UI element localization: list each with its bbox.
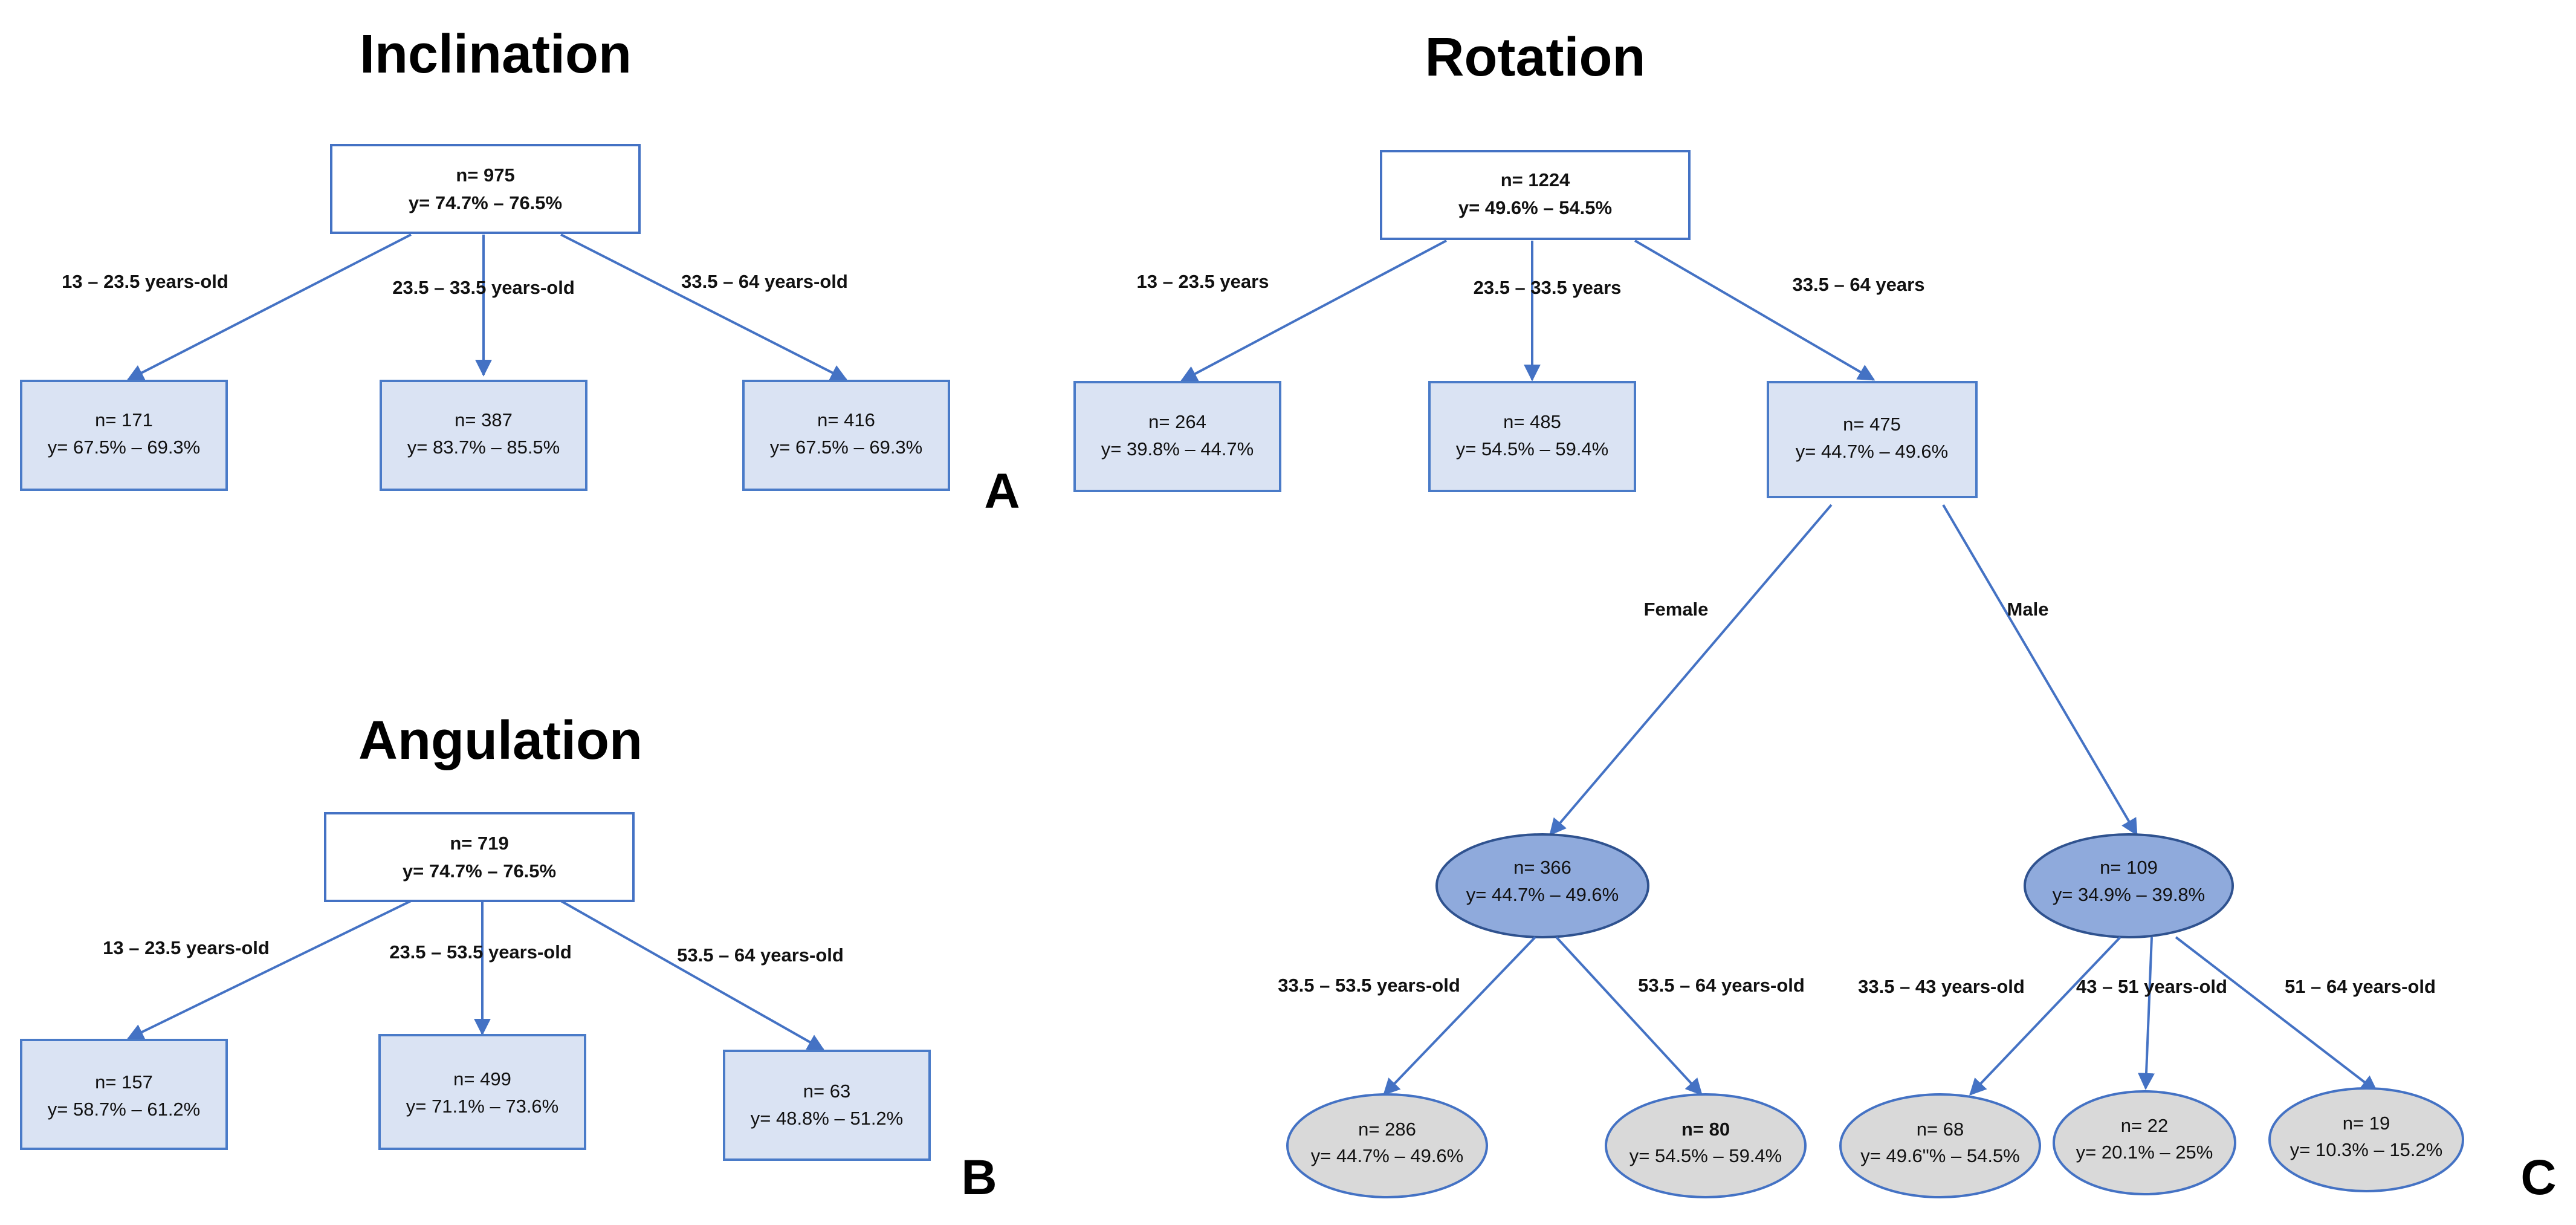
node-y: y= 54.5% – 59.4% [1629, 1145, 1782, 1166]
node-y: y= 44.7% – 49.6% [1466, 884, 1619, 905]
edge-female-2 [1555, 936, 1703, 1096]
node-n: n= 475 [1843, 414, 1901, 435]
leaf-node-inclination-1: n= 171 y= 67.5% – 69.3% [20, 380, 228, 491]
node-n: n= 719 [450, 833, 508, 854]
node-n: n= 485 [1503, 411, 1561, 432]
node-rotation-male: n= 109 y= 34.9% – 39.8% [2024, 833, 2234, 938]
panel-title-angulation: Angulation [358, 710, 642, 771]
root-node-rotation: n= 1224 y= 49.6% – 54.5% [1380, 150, 1691, 240]
root-node-inclination: n= 975 y= 74.7% – 76.5% [330, 144, 641, 234]
edge-label-rotation-2: 23.5 – 33.5 years [1474, 277, 1622, 298]
edge-label-inclination-3: 33.5 – 64 years-old [681, 271, 848, 292]
edge-label-male-2: 43 – 51 years-old [2076, 976, 2227, 997]
node-y: y= 58.7% – 61.2% [48, 1099, 200, 1120]
panel-letter-c: C [2520, 1150, 2556, 1205]
edge-rotation-3 [1634, 239, 1875, 381]
node-y: y= 71.1% – 73.6% [406, 1096, 558, 1117]
node-y: y= 44.7% – 49.6% [1796, 441, 1948, 462]
node-n: n= 171 [95, 409, 153, 431]
node-n: n= 387 [455, 409, 513, 431]
node-y: y= 39.8% – 44.7% [1101, 438, 1254, 460]
edge-male-3 [2175, 936, 2378, 1093]
root-node-angulation: n= 719 y= 74.7% – 76.5% [324, 812, 635, 902]
node-y: y= 74.7% – 76.5% [403, 860, 556, 882]
leaf-node-female-1: n= 286 y= 44.7% – 49.6% [1286, 1093, 1488, 1198]
edge-label-male-3: 51 – 64 years-old [2285, 976, 2436, 997]
panel-inclination: Inclination 13 – 23.5 years-old 23.5 – 3… [20, 24, 1020, 519]
leaf-node-male-2: n= 22 y= 20.1% – 25% [2053, 1090, 2236, 1195]
leaf-node-female-2: n= 80 y= 54.5% – 59.4% [1605, 1093, 1807, 1198]
leaf-node-inclination-3: n= 416 y= 67.5% – 69.3% [742, 380, 950, 491]
node-n: n= 286 [1358, 1119, 1416, 1140]
node-n: n= 22 [2121, 1115, 2168, 1136]
edge-inclination-1 [126, 233, 412, 381]
node-n: n= 1224 [1501, 169, 1570, 190]
node-n: n= 19 [2343, 1113, 2390, 1134]
edge-label-rotation-3: 33.5 – 64 years [1793, 274, 1925, 295]
leaf-node-rotation-1: n= 264 y= 39.8% – 44.7% [1073, 381, 1281, 492]
edge-label-angulation-3: 53.5 – 64 years-old [677, 944, 844, 966]
node-n: n= 499 [453, 1068, 511, 1090]
node-y: y= 48.8% – 51.2% [751, 1108, 903, 1129]
leaf-node-angulation-3: n= 63 y= 48.8% – 51.2% [723, 1050, 931, 1161]
leaf-node-rotation-3: n= 475 y= 44.7% – 49.6% [1767, 381, 1978, 498]
edge-label-male: Male [2007, 599, 2049, 620]
edge-label-female-2: 53.5 – 64 years-old [1638, 975, 1805, 996]
edge-rotation-male [1942, 504, 2138, 836]
panel-letter-a: A [984, 464, 1020, 519]
panel-rotation: Rotation 13 – 23.5 years 23.5 – 33.5 yea… [1073, 27, 2557, 1205]
edge-rotation-female [1549, 504, 1833, 836]
panel-letter-b: B [961, 1150, 997, 1205]
edge-rotation-1 [1180, 239, 1447, 382]
edge-inclination-3 [560, 233, 848, 381]
panel-angulation: Angulation 13 – 23.5 years-old 23.5 – 53… [20, 710, 997, 1205]
edge-male-2 [2138, 937, 2155, 1090]
edge-angulation-3 [560, 900, 825, 1051]
node-rotation-female: n= 366 y= 44.7% – 49.6% [1435, 833, 1649, 938]
node-n: n= 63 [803, 1080, 850, 1102]
leaf-node-male-3: n= 19 y= 10.3% – 15.2% [2268, 1087, 2464, 1192]
node-n: n= 366 [1513, 857, 1571, 878]
panel-title-inclination: Inclination [360, 24, 632, 85]
leaf-node-angulation-1: n= 157 y= 58.7% – 61.2% [20, 1039, 228, 1150]
edge-label-angulation-1: 13 – 23.5 years-old [103, 937, 270, 958]
node-y: y= 54.5% – 59.4% [1456, 438, 1608, 460]
node-y: y= 67.5% – 69.3% [48, 437, 200, 458]
node-n: n= 416 [817, 409, 875, 431]
leaf-node-angulation-2: n= 499 y= 71.1% – 73.6% [378, 1034, 586, 1150]
node-y: y= 83.7% – 85.5% [407, 437, 560, 458]
leaf-node-inclination-2: n= 387 y= 83.7% – 85.5% [380, 380, 587, 491]
node-y: y= 49.6% – 54.5% [1458, 197, 1612, 218]
edge-label-female: Female [1644, 599, 1709, 620]
node-n: n= 68 [1917, 1119, 1964, 1140]
edge-label-inclination-1: 13 – 23.5 years-old [62, 271, 228, 292]
node-y: y= 20.1% – 25% [2076, 1142, 2213, 1163]
node-n: n= 264 [1148, 411, 1206, 432]
node-y: y= 74.7% – 76.5% [409, 192, 562, 213]
node-n: n= 109 [2100, 857, 2158, 878]
leaf-node-male-1: n= 68 y= 49.6"% – 54.5% [1839, 1093, 2041, 1198]
node-n: n= 80 [1681, 1119, 1730, 1140]
panel-title-rotation: Rotation [1425, 27, 1646, 88]
node-n: n= 157 [95, 1071, 153, 1093]
edge-label-rotation-1: 13 – 23.5 years [1137, 271, 1269, 292]
edge-female-1 [1383, 936, 1536, 1096]
node-y: y= 10.3% – 15.2% [2290, 1139, 2442, 1160]
edge-label-female-1: 33.5 – 53.5 years-old [1278, 975, 1460, 996]
edge-angulation-1 [126, 900, 412, 1040]
node-y: y= 67.5% – 69.3% [770, 437, 922, 458]
node-y: y= 34.9% – 39.8% [2053, 884, 2205, 905]
edge-label-inclination-2: 23.5 – 33.5 years-old [392, 277, 575, 298]
node-n: n= 975 [456, 164, 514, 186]
node-y: y= 49.6"% – 54.5% [1860, 1145, 2020, 1166]
edge-male-1 [1969, 936, 2121, 1096]
leaf-node-rotation-2: n= 485 y= 54.5% – 59.4% [1428, 381, 1636, 492]
edge-label-angulation-2: 23.5 – 53.5 years-old [389, 941, 572, 963]
node-y: y= 44.7% – 49.6% [1311, 1145, 1463, 1166]
edge-label-male-1: 33.5 – 43 years-old [1858, 976, 2025, 997]
